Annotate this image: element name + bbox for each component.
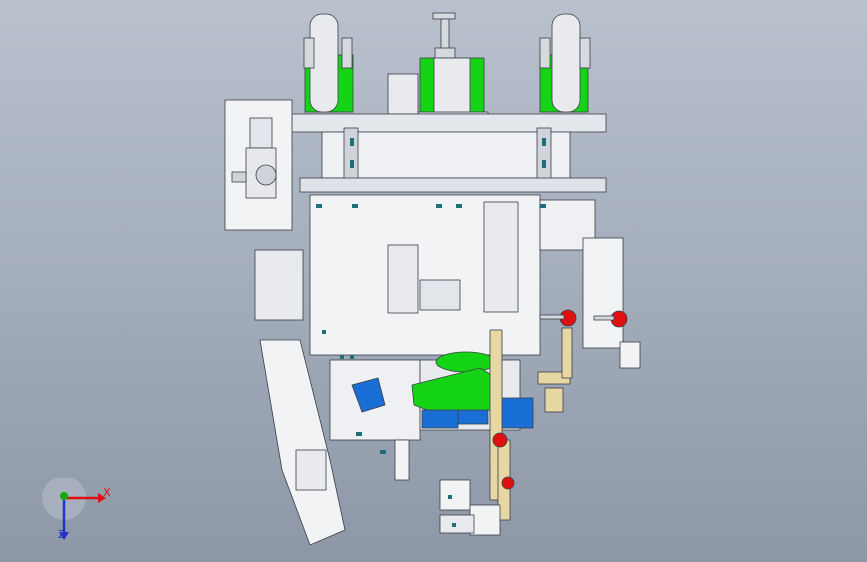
mid-plate — [299, 177, 607, 193]
left-arm — [259, 339, 346, 546]
top-frame — [321, 131, 571, 179]
green-fixture — [411, 351, 501, 416]
cylinder-right — [483, 201, 519, 313]
lower-gripper — [439, 479, 471, 511]
left-motor-box — [224, 99, 293, 231]
cylinder-left — [387, 244, 419, 314]
z-axis-label: Z — [58, 528, 66, 541]
right-plate — [582, 237, 624, 349]
red-knobs — [492, 309, 628, 490]
tan-links — [489, 327, 573, 521]
y-axis-dot — [60, 492, 68, 500]
left-roller-assembly — [303, 13, 354, 113]
hole-markers — [316, 138, 546, 527]
coordinate-triad-icon — [42, 478, 106, 540]
x-axis-label: X — [103, 486, 111, 499]
center-cylinder-assembly — [407, 12, 489, 123]
top-plate — [291, 113, 607, 133]
cylinder-side — [254, 249, 304, 321]
right-roller-assembly — [539, 13, 591, 113]
top-bracket — [387, 73, 419, 115]
